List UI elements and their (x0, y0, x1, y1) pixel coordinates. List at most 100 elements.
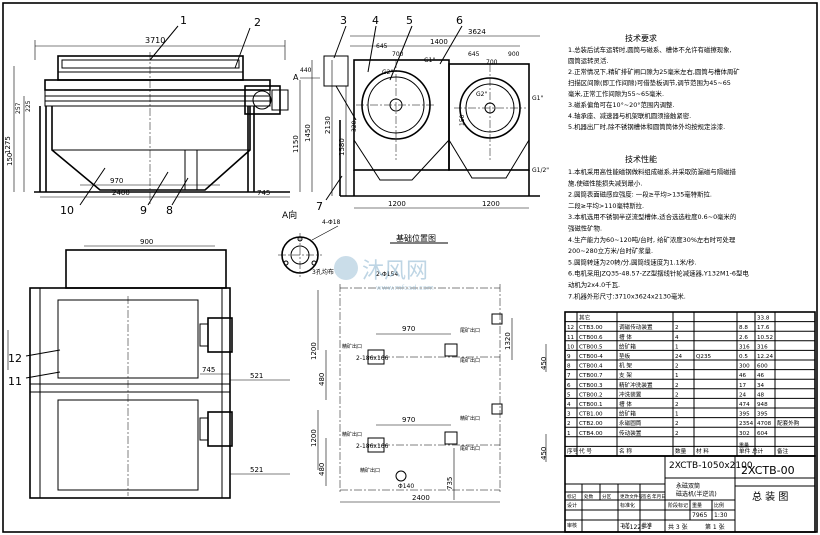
tech-line: 强磁性矿物. (568, 224, 602, 233)
dim-970-fa: 970 (402, 325, 415, 333)
bom-header-cell: 单件 总计 (739, 447, 764, 455)
watermark-url: www.mfcad.com (376, 284, 434, 292)
tech-line: 扫描区间隙(即工作间隙)可借垫板调节,调节范围为45~65 (568, 78, 731, 87)
bom-cell: 12.24 (757, 354, 773, 360)
dim-3624: 3624 (468, 28, 486, 36)
dim-1200-fa: 1200 (310, 342, 318, 360)
bom-cell: 2 (675, 325, 679, 331)
pipe-g2-2: G2" (476, 91, 487, 98)
dim-1400: 1400 (430, 38, 448, 46)
dim-700-a: 700 (392, 51, 404, 58)
bom-header-weight: 重量 (739, 442, 749, 449)
tech-line: 4.生产能力为60~120吨/台时, 给矿浓度30%左右时可处理 (568, 235, 736, 244)
tech-line: 1.总装后试车运转时,圆筒与磁系、槽体不允许有磁擦现象, (568, 45, 732, 54)
dim-150: 150 (6, 153, 14, 166)
bom-header-cell: 代 号 (579, 447, 592, 455)
dim-480-fa: 480 (318, 373, 326, 386)
dim-450-fb: 450 (540, 447, 548, 460)
bom-cell: 48 (757, 392, 765, 398)
bom-cell: 槽 体 (619, 333, 632, 341)
tb-row-label: 年月日 (652, 493, 666, 500)
tech-line: 200~280立方米/台时矿浆量. (568, 246, 653, 255)
watermark: 沐风网 www.mfcad.com (334, 256, 434, 292)
a-view-label: A向 (282, 209, 297, 221)
dim-700-b: 700 (486, 59, 498, 66)
lbl-outlet-e: 精矿出口 (360, 467, 380, 474)
bom-cell: 2 (675, 383, 679, 389)
tech-line: 施,使磁性能损失减到最小. (568, 178, 642, 187)
bom-cell: 4 (675, 335, 679, 341)
balloon-7: 7 (316, 200, 323, 213)
lbl-outlet-b2: 尾矿出口 (460, 445, 480, 452)
weight-value: 7965 (692, 512, 707, 519)
tech-line: 4.轴承座、减速器与机架联机圆须接触紧密. (568, 111, 691, 120)
bom-cell: CTB3.00 (579, 325, 603, 331)
bom-cell: 10 (567, 344, 575, 350)
bom-cell: 395 (757, 412, 768, 418)
dim-745-plan: 745 (202, 366, 215, 374)
dim-1275: 1275 (4, 136, 12, 154)
balloon-11: 11 (8, 375, 22, 388)
balloon-3: 3 (340, 14, 347, 27)
tb-row-label: 更改文件号 (620, 493, 643, 500)
bom-cell: 4 (567, 402, 571, 408)
dim-450-fa: 450 (540, 357, 548, 370)
lbl-outlet-b1: 精矿出口 (342, 431, 362, 438)
bom-cell: 948 (757, 402, 768, 408)
tech-line: 2.正常情况下,精矿排矿闸口隙为25毫米左右,圆筒与槽体周矿 (568, 67, 740, 76)
model-number: 2XCTB-1050x2100 (669, 461, 753, 471)
dim-900: 900 (508, 51, 520, 58)
bom-cell: 17 (739, 383, 747, 389)
side-view: 3624 1400 645 700 645 900 700 G2" G2" G1… (316, 14, 549, 213)
dim-900-plan: 900 (140, 238, 153, 246)
bom-cell: 24 (739, 392, 747, 398)
product-name-1: 永磁双筒 (676, 482, 700, 490)
bom-cell: 46 (739, 373, 747, 379)
a-view-flange: A向 4-Φ18 3孔均布 (278, 209, 341, 277)
balloon-4: 4 (372, 14, 379, 27)
bom-cell: 2354 (739, 421, 754, 427)
pipe-g12: G1/2" (532, 167, 549, 174)
dim-1150: 1150 (292, 135, 300, 153)
tech-requirements: 技术要求 1.总装后试车运转时,圆筒与磁系、槽体不允许有磁擦现象, 圆筒运转灵活… (568, 33, 740, 131)
scale-label: 比例 (714, 502, 724, 509)
box-186-b: 2-186x166 (356, 443, 389, 450)
bom-cell: 17.6 (757, 325, 770, 331)
bom-cell: 300 (739, 364, 750, 370)
bom-cell: 1 (675, 373, 679, 379)
bom-cell: 给矿箱 (619, 410, 636, 418)
bom-cell: 316 (757, 344, 768, 350)
bom-cell: 2 (675, 431, 679, 437)
bom-cell: CTB00.1 (579, 402, 603, 408)
bom-cell: 24 (675, 354, 683, 360)
bom-cell: 2 (675, 402, 679, 408)
pipe-g1-1: G1" (424, 57, 435, 64)
bom-cell: 1 (567, 431, 571, 437)
balloon-8: 8 (166, 204, 173, 217)
dim-225: 225 (25, 100, 32, 112)
lbl-outlet-a1: 精矿出口 (342, 343, 362, 350)
dim-440: 440 (300, 67, 312, 74)
bom-cell: 垫板 (619, 352, 631, 360)
bom-cell: 395 (739, 412, 750, 418)
bom-cell: 传动装置 (619, 429, 642, 437)
bom-cell: 5 (567, 392, 571, 398)
foundation-plan: 基础位置图 2-Φ154 970 970 480 480 1320 450 45… (310, 233, 548, 503)
dim-1580: 1580 (338, 138, 346, 156)
bom-cell: 槽 体 (619, 400, 632, 408)
tb-row-label: 审核 (567, 522, 577, 529)
bom-cell: Q235 (696, 354, 712, 360)
tb-row-label: 工艺 (620, 523, 630, 529)
tech-line: 5.圆筒转速为20转/分,圆筒线速度为1.1米/秒. (568, 257, 697, 266)
dim-970: 970 (110, 177, 123, 185)
balloon-1: 1 (180, 14, 187, 27)
tb-row-label: 标记 (567, 493, 577, 500)
bom-header-cell: 名 称 (619, 447, 632, 455)
balloon-12: 12 (8, 352, 22, 365)
dim-1200-fb: 1200 (310, 429, 318, 447)
tech-line: 1.本机采用高性能磁钢做料组成磁系,并采取防漏磁与隔磁措 (568, 167, 737, 176)
bom-cell: 2 (675, 364, 679, 370)
dim-1450: 1450 (304, 124, 312, 142)
